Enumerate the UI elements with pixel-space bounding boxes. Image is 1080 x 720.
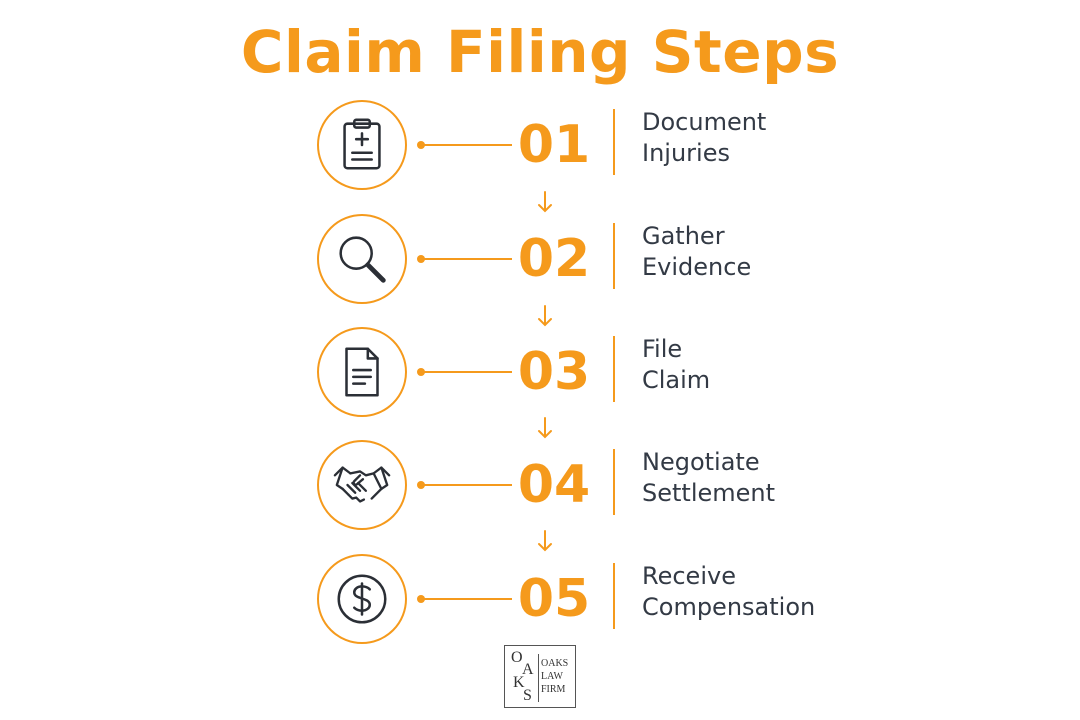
step-label-line1: Negotiate — [642, 448, 760, 476]
connector-line — [417, 595, 512, 603]
logo-letter: K — [513, 674, 525, 691]
step-label-line2: Compensation — [642, 593, 816, 621]
page-title: Claim Filing Steps — [240, 18, 840, 86]
step-number: 03 — [517, 342, 591, 402]
step-number: 01 — [517, 115, 591, 175]
step-label: Gather Evidence — [642, 221, 751, 283]
logo-monogram: O A K S — [509, 648, 537, 706]
step-label: Negotiate Settlement — [642, 447, 775, 509]
divider — [613, 563, 615, 629]
oaks-law-firm-logo: O A K S OAKS LAW FIRM — [504, 645, 576, 708]
step-label: Document Injuries — [642, 107, 766, 169]
logo-line: LAW — [541, 671, 563, 682]
step-label: File Claim — [642, 334, 710, 396]
step-5: 05 Receive Compensation — [0, 549, 1080, 649]
medical-clipboard-icon — [343, 118, 381, 170]
arrow-down-icon — [538, 191, 552, 213]
divider — [613, 109, 615, 175]
step-label-line1: File — [642, 335, 683, 363]
logo-divider — [538, 654, 539, 702]
step-label-line1: Receive — [642, 562, 736, 590]
arrow-down-icon — [538, 305, 552, 327]
step-label-line1: Document — [642, 108, 767, 136]
step-number: 04 — [517, 455, 591, 515]
magnifying-glass-icon — [339, 236, 386, 283]
step-icon-circle — [317, 327, 407, 417]
step-label-line2: Claim — [642, 366, 711, 394]
logo-letter: O — [511, 649, 523, 666]
step-3: 03 File Claim — [0, 322, 1080, 422]
step-4: 04 Negotiate Settlement — [0, 435, 1080, 535]
step-label-line1: Gather — [642, 222, 725, 250]
logo-letter: A — [522, 661, 534, 678]
step-icon-circle — [317, 440, 407, 530]
step-icon-circle — [317, 214, 407, 304]
connector-line — [417, 141, 512, 149]
connector-line — [417, 481, 512, 489]
logo-letter: S — [523, 687, 532, 704]
step-label-line2: Evidence — [642, 253, 752, 281]
step-icon-circle — [317, 100, 407, 190]
step-number: 02 — [517, 229, 591, 289]
divider — [613, 223, 615, 289]
handshake-icon — [333, 466, 391, 503]
step-label-line2: Injuries — [642, 139, 730, 167]
arrow-down-icon — [538, 417, 552, 439]
divider — [613, 449, 615, 515]
step-number: 05 — [517, 569, 591, 629]
step-icon-circle — [317, 554, 407, 644]
connector-line — [417, 368, 512, 376]
dollar-coin-icon — [337, 574, 387, 624]
step-label-line2: Settlement — [642, 479, 776, 507]
connector-line — [417, 255, 512, 263]
logo-line: OAKS — [541, 658, 569, 669]
logo-wordmark: OAKS LAW FIRM — [541, 657, 568, 696]
logo-line: FIRM — [541, 684, 566, 695]
step-2: 02 Gather Evidence — [0, 209, 1080, 309]
divider — [613, 336, 615, 402]
document-icon — [345, 347, 379, 397]
step-1: 01 Document Injuries — [0, 95, 1080, 195]
arrow-down-icon — [538, 530, 552, 552]
step-label: Receive Compensation — [642, 561, 815, 623]
